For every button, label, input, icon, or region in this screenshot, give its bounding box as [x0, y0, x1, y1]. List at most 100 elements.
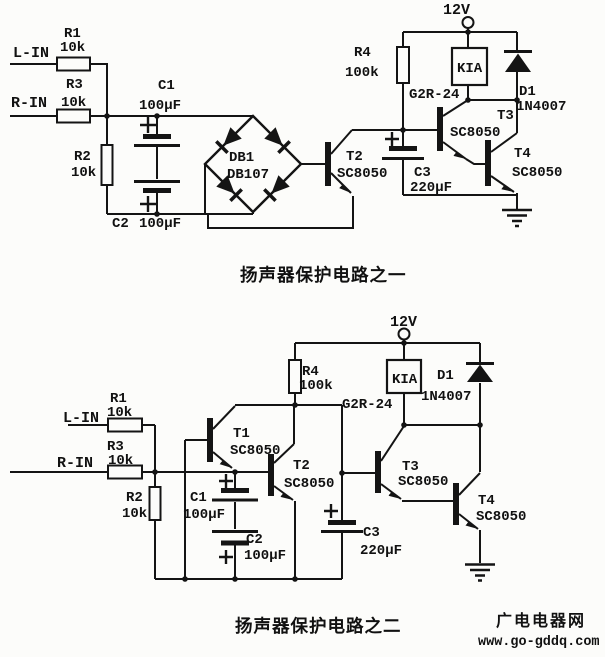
resistor-r2 — [100, 144, 114, 186]
label-c2-value: 100µF — [244, 548, 286, 564]
plus-sign — [140, 196, 156, 212]
t4-emitter-arrow — [458, 513, 479, 530]
label-c1: C1 — [190, 490, 207, 506]
label-relay: KIA — [457, 61, 483, 77]
relay-kia — [450, 46, 489, 87]
transistor-t2 — [268, 454, 274, 496]
diode-d1 — [504, 50, 532, 72]
label-r2: R2 — [74, 149, 91, 165]
label-c3: C3 — [363, 525, 380, 541]
t2-emitter-arrow — [273, 485, 294, 501]
label-r1: R1 — [64, 26, 81, 42]
transistor-t4 — [485, 140, 491, 186]
label-r1-value: 10k — [60, 40, 85, 56]
transistor-t3 — [437, 107, 443, 151]
label-r4-value: 100k — [345, 65, 379, 81]
transistor-t2 — [325, 142, 331, 186]
label-t1-model: SC8050 — [230, 443, 280, 459]
resistor-r4 — [396, 46, 410, 84]
transistor-t1 — [207, 418, 213, 462]
bridge-diode — [216, 175, 243, 202]
plus-sign — [324, 504, 338, 518]
resistor-r3 — [107, 464, 143, 480]
label-relay-model: G2R-24 — [409, 87, 459, 103]
label-r3: R3 — [107, 439, 124, 455]
label-d1-model: 1N4007 — [421, 389, 471, 405]
label-l-in: L-IN — [63, 410, 99, 427]
resistor-r3 — [56, 108, 91, 124]
label-db1: DB1 — [229, 150, 254, 166]
label-d1: D1 — [437, 368, 454, 384]
label-r3: R3 — [66, 77, 83, 93]
plus-sign — [219, 474, 233, 488]
label-c3-value: 220µF — [360, 543, 402, 559]
watermark-site-char: 网 — [568, 611, 586, 630]
capacitor-c1 — [212, 474, 258, 502]
t3-emitter-arrow — [380, 483, 402, 500]
ground-symbol — [502, 208, 532, 228]
label-r1-value: 10k — [107, 405, 132, 421]
label-t1: T1 — [233, 426, 250, 442]
resistor-r4 — [288, 359, 302, 394]
diode-d1 — [466, 362, 494, 382]
t1-emitter-arrow — [212, 451, 233, 469]
label-relay-model: G2R-24 — [342, 397, 392, 413]
junction-dots — [104, 29, 520, 217]
label-c3-value: 220µF — [410, 180, 452, 196]
label-t3: T3 — [497, 108, 514, 124]
label-t2-model: SC8050 — [284, 476, 334, 492]
label-r2-value: 10k — [71, 165, 96, 181]
label-r4: R4 — [354, 45, 371, 61]
label-t4-model: SC8050 — [512, 165, 562, 181]
plus-sign — [219, 550, 233, 564]
label-c3: C3 — [414, 165, 431, 181]
label-r1: R1 — [110, 391, 127, 407]
label-d1-model: 1N4007 — [516, 99, 566, 115]
bridge-diode — [215, 127, 242, 154]
label-c2: C2 — [246, 532, 263, 548]
watermark-site-char: 广 — [496, 611, 514, 630]
transistor-t3 — [375, 451, 381, 493]
relay-kia — [385, 358, 423, 395]
label-r4: R4 — [302, 364, 319, 380]
label-c1-value: 100µF — [139, 98, 181, 114]
resistor-r1 — [56, 56, 91, 72]
watermark-site-char: 器 — [549, 611, 568, 630]
label-c2-value: 100µF — [139, 216, 181, 232]
label-r-in: R-IN — [57, 455, 93, 472]
label-t4-model: SC8050 — [476, 509, 526, 525]
label-r-in: R-IN — [11, 95, 47, 112]
plus-sign — [140, 117, 156, 133]
label-r3-value: 10k — [108, 453, 133, 469]
label-c1: C1 — [158, 78, 175, 94]
watermark: 广 电 电 器 网 www.go-gddq.com — [478, 611, 600, 650]
label-d1: D1 — [519, 84, 536, 100]
label-t3-model: SC8050 — [450, 125, 500, 141]
capacitor-c2 — [134, 180, 180, 212]
label-c2: C2 — [112, 216, 129, 232]
junction-dots — [152, 340, 483, 582]
label-r2-value: 10k — [122, 506, 147, 522]
label-r3-value: 10k — [61, 95, 86, 111]
watermark-site-char: 电 — [514, 611, 532, 630]
capacitor-c2 — [212, 530, 258, 564]
capacitor-c1 — [134, 117, 180, 147]
transistor-t4 — [453, 483, 459, 525]
t4-emitter-arrow — [490, 175, 515, 193]
capacitor-c3 — [382, 132, 424, 160]
label-t2: T2 — [293, 458, 310, 474]
label-t4: T4 — [514, 146, 531, 162]
wires — [10, 28, 518, 229]
supply-terminal-12v — [461, 16, 475, 29]
plus-sign — [385, 132, 399, 146]
label-t3: T3 — [402, 459, 419, 475]
label-db107: DB107 — [227, 167, 269, 183]
wires — [10, 340, 481, 580]
label-t2-model: SC8050 — [337, 166, 387, 182]
t3-emitter-arrow — [442, 141, 467, 160]
label-12v: 12V — [390, 314, 417, 331]
resistor-r1 — [107, 417, 143, 433]
watermark-url: www.go-gddq.com — [478, 635, 600, 650]
